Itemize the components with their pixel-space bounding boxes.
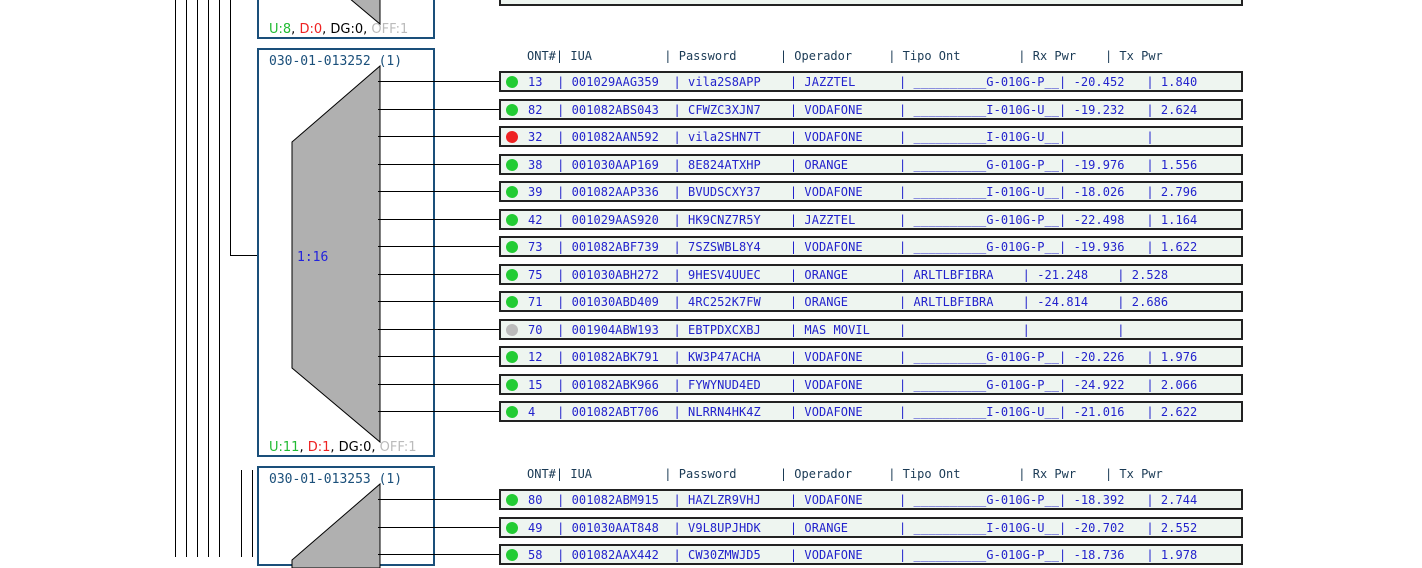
splitter-port-line (378, 136, 499, 137)
status-dot-icon (506, 241, 518, 253)
table-header: ONT#| IUA | Password | Operador | Tipo O… (527, 49, 1163, 63)
status-dot-icon (506, 104, 518, 116)
ont-row-text: 4 | 001082ABT706 | NLRRN4HK4Z | VODAFONE… (528, 405, 1198, 419)
splitter-port-line (378, 411, 499, 412)
stat-down: D:0 (299, 22, 323, 37)
ont-row[interactable]: 32 | 001082AAN592 | vila2SHN7T | VODAFON… (499, 126, 1243, 147)
status-dot-icon (506, 159, 518, 171)
splitter-port-line (378, 109, 499, 110)
splitter-port-line (378, 301, 499, 302)
ont-row[interactable]: 12 | 001082ABK791 | KW3P47ACHA | VODAFON… (499, 346, 1243, 367)
ont-row[interactable]: 4 | 001082ABT706 | NLRRN4HK4Z | VODAFONE… (499, 401, 1243, 422)
tree-line (208, 0, 209, 557)
ont-row-previous[interactable] (499, 0, 1243, 6)
ont-row-text: 15 | 001082ABK966 | FYWYNUD4ED | VODAFON… (528, 378, 1198, 392)
ont-row-text: 39 | 001082AAP336 | BVUDSCXY37 | VODAFON… (528, 185, 1198, 199)
tree-line (230, 0, 231, 255)
status-dot-icon (506, 494, 518, 506)
splitter-ratio: 1:16 (297, 250, 329, 265)
splitter-shape (350, 0, 381, 26)
status-dot-icon (506, 351, 518, 363)
splitter-box[interactable]: 030-01-013252 (1) 1:16 U:11, D:1, DG:0, … (257, 48, 435, 457)
splitter-port-line (378, 164, 499, 165)
ont-row-text: 58 | 001082AAX442 | CW30ZMWJD5 | VODAFON… (528, 548, 1198, 562)
ont-row-text: 49 | 001030AAT848 | V9L8UPJHDK | ORANGE … (528, 521, 1198, 535)
status-dot-icon (506, 296, 518, 308)
splitter-port-line (378, 246, 499, 247)
stat-off: OFF:1 (379, 440, 417, 455)
splitter-port-line (378, 191, 499, 192)
splitter-port-line (378, 356, 499, 357)
ont-row-text: 42 | 001029AAS920 | HK9CNZ7R5Y | JAZZTEL… (528, 213, 1198, 227)
splitter-title[interactable]: 030-01-013253 (1) (269, 472, 403, 487)
status-dot-icon (506, 522, 518, 534)
status-dot-icon (506, 214, 518, 226)
tree-line (252, 470, 253, 557)
stat-off: OFF:1 (371, 22, 409, 37)
splitter-port-line (378, 554, 499, 555)
ont-row[interactable]: 13 | 001029AAG359 | vila2S8APP | JAZZTEL… (499, 71, 1243, 92)
stat-degraded: DG:0 (330, 22, 364, 37)
ont-row[interactable]: 75 | 001030ABH272 | 9HESV4UUEC | ORANGE … (499, 264, 1243, 285)
status-dot-icon (506, 269, 518, 281)
splitter-shape (291, 64, 381, 444)
ont-row[interactable]: 82 | 001082ABS043 | CFWZC3XJN7 | VODAFON… (499, 99, 1243, 120)
ont-row-text: 82 | 001082ABS043 | CFWZC3XJN7 | VODAFON… (528, 103, 1198, 117)
ont-row[interactable]: 15 | 001082ABK966 | FYWYNUD4ED | VODAFON… (499, 374, 1243, 395)
splitter-box[interactable]: 030-01-013253 (1) (257, 466, 435, 568)
tree-line (241, 470, 242, 557)
splitter-stats: U:11, D:1, DG:0, OFF:1 (269, 440, 417, 455)
ont-row-text: 70 | 001904ABW193 | EBTPDXCXBJ | MAS MOV… (528, 323, 1125, 337)
ont-row[interactable]: 38 | 001030AAP169 | 8E824ATXHP | ORANGE … (499, 154, 1243, 175)
ont-row-text: 38 | 001030AAP169 | 8E824ATXHP | ORANGE … (528, 158, 1198, 172)
ont-row-text: 80 | 001082ABM915 | HAZLZR9VHJ | VODAFON… (528, 493, 1198, 507)
ont-row[interactable]: 73 | 001082ABF739 | 7SZSWBL8Y4 | VODAFON… (499, 236, 1243, 257)
stat-degraded: DG:0 (338, 440, 372, 455)
status-dot-icon (506, 324, 518, 336)
splitter-port-line (378, 499, 499, 500)
splitter-port-line (378, 81, 499, 82)
splitter-port-line (378, 329, 499, 330)
splitter-port-line (378, 219, 499, 220)
ont-row[interactable]: 42 | 001029AAS920 | HK9CNZ7R5Y | JAZZTEL… (499, 209, 1243, 230)
ont-row[interactable]: 39 | 001082AAP336 | BVUDSCXY37 | VODAFON… (499, 181, 1243, 202)
splitter-title[interactable]: 030-01-013252 (1) (269, 54, 403, 69)
tree-line (219, 0, 220, 557)
status-dot-icon (506, 406, 518, 418)
ont-row[interactable]: 49 | 001030AAT848 | V9L8UPJHDK | ORANGE … (499, 517, 1243, 538)
status-dot-icon (506, 186, 518, 198)
splitter-port-line (378, 274, 499, 275)
status-dot-icon (506, 379, 518, 391)
ont-row-text: 75 | 001030ABH272 | 9HESV4UUEC | ORANGE … (528, 268, 1169, 282)
ont-row-text: 73 | 001082ABF739 | 7SZSWBL8Y4 | VODAFON… (528, 240, 1198, 254)
tree-line (175, 0, 176, 557)
ont-row[interactable]: 80 | 001082ABM915 | HAZLZR9VHJ | VODAFON… (499, 489, 1243, 510)
ont-row-text: 13 | 001029AAG359 | vila2S8APP | JAZZTEL… (528, 75, 1198, 89)
stat-up: U:11 (269, 440, 300, 455)
splitter-box-previous[interactable]: U:8, D:0, DG:0, OFF:1 (257, 0, 435, 39)
status-dot-icon (506, 549, 518, 561)
table-header: ONT#| IUA | Password | Operador | Tipo O… (527, 467, 1163, 481)
ont-row-text: 32 | 001082AAN592 | vila2SHN7T | VODAFON… (528, 130, 1154, 144)
ont-row[interactable]: 58 | 001082AAX442 | CW30ZMWJD5 | VODAFON… (499, 544, 1243, 565)
ont-row-text: 12 | 001082ABK791 | KW3P47ACHA | VODAFON… (528, 350, 1198, 364)
tree-line (186, 0, 187, 557)
splitter-stats: U:8, D:0, DG:0, OFF:1 (269, 22, 409, 37)
tree-line (197, 0, 198, 557)
stat-down: D:1 (307, 440, 331, 455)
splitter-port-line (378, 384, 499, 385)
stat-up: U:8 (269, 22, 292, 37)
ont-row[interactable]: 70 | 001904ABW193 | EBTPDXCXBJ | MAS MOV… (499, 319, 1243, 340)
status-dot-icon (506, 131, 518, 143)
ont-row-text: 71 | 001030ABD409 | 4RC252K7FW | ORANGE … (528, 295, 1169, 309)
ont-row[interactable]: 71 | 001030ABD409 | 4RC252K7FW | ORANGE … (499, 291, 1243, 312)
splitter-port-line (378, 527, 499, 528)
status-dot-icon (506, 76, 518, 88)
